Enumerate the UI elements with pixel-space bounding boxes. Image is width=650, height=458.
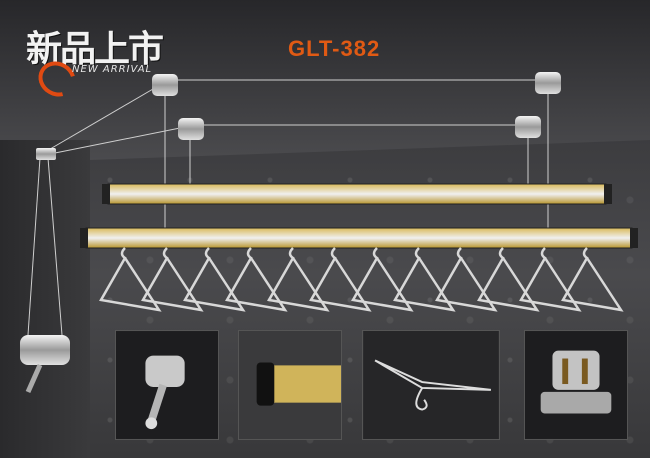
hanger-item (561, 247, 624, 312)
hanger-item (309, 247, 372, 312)
hanger-item (267, 247, 330, 312)
bracket-icon (525, 331, 627, 439)
hanger-item (519, 247, 582, 312)
pulley-icon (178, 118, 204, 140)
hand-crank-icon (116, 331, 218, 439)
pulley-icon (535, 72, 561, 94)
hanger-item (351, 247, 414, 312)
thumb-rail-end-cap (238, 330, 342, 440)
pulley-icon (515, 116, 541, 138)
logo-title: 新品上市 (26, 28, 164, 70)
model-number: GLT-382 (288, 36, 381, 61)
logo-subtitle: NEW ARRIVAL (72, 64, 153, 75)
hanger-item (99, 247, 162, 312)
brand-logo: 新品上市 NEW ARRIVAL (8, 12, 178, 104)
thumb-hanger (362, 330, 500, 440)
wall-pulley-icon (36, 148, 56, 160)
crank-icon (20, 335, 70, 394)
hanger-item (225, 247, 288, 312)
hanger-item (477, 247, 540, 312)
cables (27, 79, 549, 336)
front-rail (85, 227, 633, 249)
end-cap-icon (239, 331, 341, 439)
pulley-icon (152, 74, 178, 96)
hangers (99, 247, 624, 312)
thumb-hand-crank (115, 330, 219, 440)
hanger-item (393, 247, 456, 312)
back-rail (107, 183, 607, 205)
thumb-pulley-bracket (524, 330, 628, 440)
hanger-icon (363, 331, 499, 439)
hanger-item (183, 247, 246, 312)
pulley-set (36, 72, 561, 160)
left-wall (0, 140, 90, 458)
hanger-item (435, 247, 498, 312)
hanger-item (141, 247, 204, 312)
rails (80, 183, 638, 249)
